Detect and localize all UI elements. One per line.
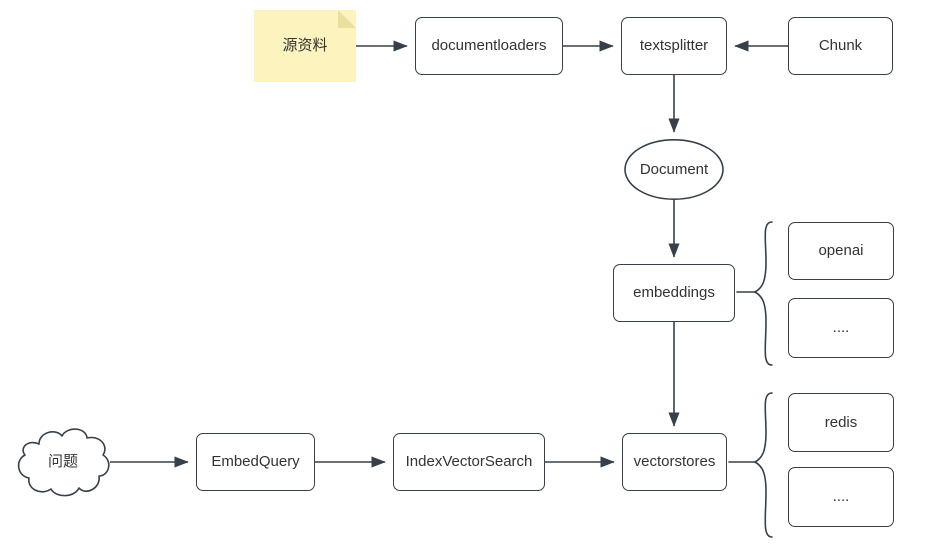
node-redis-label: redis [824, 413, 858, 431]
node-indexvectorsearch-label: IndexVectorSearch [405, 453, 533, 470]
node-vectorstores-label: vectorstores [633, 453, 716, 470]
node-embedquery[interactable]: EmbedQuery [196, 433, 315, 491]
node-textsplitter-label: textsplitter [639, 37, 709, 54]
node-embeddings-label: embeddings [633, 284, 715, 301]
node-embeddings-more-label: .... [832, 319, 850, 336]
node-chunk[interactable]: Chunk [788, 17, 893, 75]
cloud-shape [17, 428, 110, 497]
node-embeddings[interactable]: embeddings [613, 264, 735, 322]
node-textsplitter[interactable]: textsplitter [621, 17, 727, 75]
node-indexvectorsearch[interactable]: IndexVectorSearch [393, 433, 545, 491]
embeddings-brace [753, 221, 773, 366]
node-redis[interactable]: redis [788, 393, 894, 452]
node-openai[interactable]: openai [788, 222, 894, 280]
node-question-label: 问题 [47, 453, 78, 470]
node-embedquery-label: EmbedQuery [211, 453, 300, 470]
node-vectorstores[interactable]: vectorstores [622, 433, 727, 491]
node-documentloaders[interactable]: documentloaders [415, 17, 563, 75]
vectorstores-brace [753, 392, 773, 538]
ellipse-shape [624, 139, 724, 200]
node-vectorstores-more-label: .... [832, 488, 850, 505]
node-document[interactable]: Document [624, 139, 724, 200]
node-question[interactable]: 问题 [14, 424, 112, 500]
node-embeddings-more[interactable]: .... [788, 298, 894, 358]
node-source[interactable]: 源资料 [254, 10, 356, 82]
node-vectorstores-more[interactable]: .... [788, 467, 894, 527]
note-shape [254, 10, 356, 82]
node-document-label: Document [639, 160, 709, 178]
node-openai-label: openai [818, 242, 864, 259]
node-chunk-label: Chunk [818, 37, 863, 54]
node-documentloaders-label: documentloaders [431, 37, 547, 54]
node-source-label: 源资料 [282, 37, 328, 54]
